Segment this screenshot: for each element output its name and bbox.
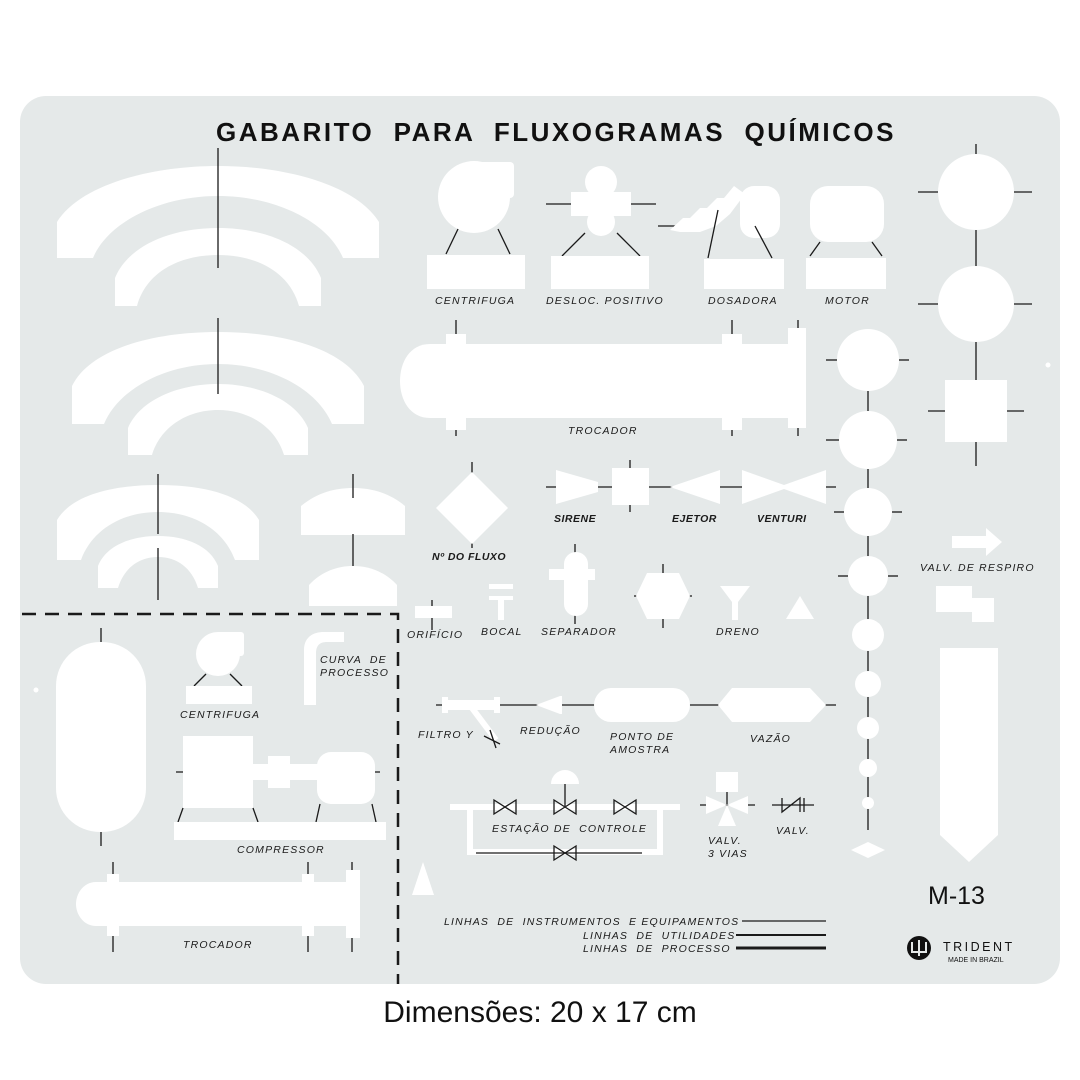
filtro-y-reducao-amostra-vazao-symbols: [436, 688, 836, 749]
label-trocador-2: TROCADOR: [183, 939, 253, 951]
label-sirene: SIRENE: [554, 513, 597, 525]
brand-made-in: MADE IN BRAZIL: [948, 957, 1004, 964]
label-reducao: REDUÇÃO: [520, 724, 581, 737]
vessel-head-shapes: [301, 474, 405, 606]
label-linhas-utilidades: LINHAS DE UTILIDADES: [583, 930, 735, 942]
trident-logo: [907, 936, 931, 960]
orificio-symbol: [415, 600, 452, 630]
hexagon-symbol: [634, 564, 692, 628]
instrument-circles-column: [826, 329, 909, 858]
arch-shapes-large: [57, 148, 379, 306]
sirene-ejetor-venturi-symbols: [546, 460, 836, 512]
brand-name: TRIDENT: [943, 940, 1015, 954]
centrifuga-pump-symbol: [427, 161, 525, 289]
label-estacao-controle: ESTAÇÃO DE CONTROLE: [492, 822, 647, 835]
arch-shapes-medium: [72, 318, 364, 455]
compressor-symbol: [174, 736, 386, 840]
dimensions-caption: Dimensões: 20 x 17 cm: [383, 996, 697, 1029]
valv-3-vias-symbol: [700, 772, 755, 826]
estacao-controle-symbol: [450, 770, 680, 862]
triangle-cutout: [412, 862, 434, 895]
dashed-divider: [22, 612, 400, 984]
label-linhas-instrumentos: LINHAS DE INSTRUMENTOS E EQUIPAMENTOS: [444, 916, 739, 928]
dosadora-pump-symbol: [658, 186, 784, 289]
line-type-legend: [736, 920, 826, 950]
label-venturi: VENTURI: [757, 513, 807, 525]
trocador-heat-exchanger-symbol: [400, 320, 806, 436]
separador-symbol: [549, 544, 595, 624]
label-curva-processo-2: PROCESSO: [320, 667, 389, 679]
label-bocal: BOCAL: [481, 626, 523, 638]
desloc-positivo-pump-symbol: [546, 166, 656, 289]
vertical-vessel-symbol: [56, 628, 146, 846]
label-dosadora: DOSADORA: [708, 295, 778, 307]
model-number: M-13: [928, 882, 985, 910]
hole-right: [1045, 362, 1051, 368]
label-n-do-fluxo: Nº DO FLUXO: [432, 551, 506, 563]
page-title: GABARITO PARA FLUXOGRAMAS QUÍMICOS: [216, 117, 896, 147]
label-compressor: COMPRESSOR: [237, 844, 325, 856]
instrument-circles-right: [918, 144, 1032, 466]
trocador-small-symbol: [76, 862, 360, 952]
flow-number-diamond: [436, 462, 508, 548]
hole-left: [33, 687, 39, 693]
label-dreno: DRENO: [716, 626, 760, 638]
valv-symbol: [772, 796, 814, 814]
arch-shapes-small: [57, 474, 259, 600]
bocal-symbol: [489, 584, 513, 620]
label-motor: MOTOR: [825, 295, 870, 307]
label-linhas-processo: LINHAS DE PROCESSO: [583, 943, 731, 955]
label-orificio: ORIFÍCIO: [407, 628, 463, 641]
valv-respiro-symbols: [936, 528, 1002, 862]
label-ponto-amostra-2: AMOSTRA: [609, 744, 670, 756]
label-valv: VALV.: [776, 825, 810, 837]
motor-symbol: [806, 186, 886, 289]
label-ponto-amostra-1: PONTO DE: [610, 731, 674, 743]
label-valv-3-vias-2: 3 VIAS: [708, 848, 748, 860]
label-curva-processo-1: CURVA DE: [320, 654, 387, 666]
label-desloc-positivo: DESLOC. POSITIVO: [546, 295, 664, 307]
label-separador: SEPARADOR: [541, 626, 617, 638]
label-valv-3-vias-1: VALV.: [708, 835, 742, 847]
label-ejetor: EJETOR: [672, 513, 717, 525]
centrifuga-small-symbol: [186, 632, 252, 704]
curva-processo-symbol: [304, 632, 344, 705]
label-trocador: TROCADOR: [568, 425, 638, 437]
label-valv-respiro: VALV. DE RESPIRO: [920, 562, 1035, 574]
label-filtro-y: FILTRO Y: [418, 729, 474, 741]
label-vazao: VAZÃO: [750, 732, 791, 745]
label-centrifuga: CENTRIFUGA: [435, 295, 515, 307]
label-centrifuga-2: CENTRIFUGA: [180, 709, 260, 721]
dreno-symbol: [720, 586, 814, 620]
